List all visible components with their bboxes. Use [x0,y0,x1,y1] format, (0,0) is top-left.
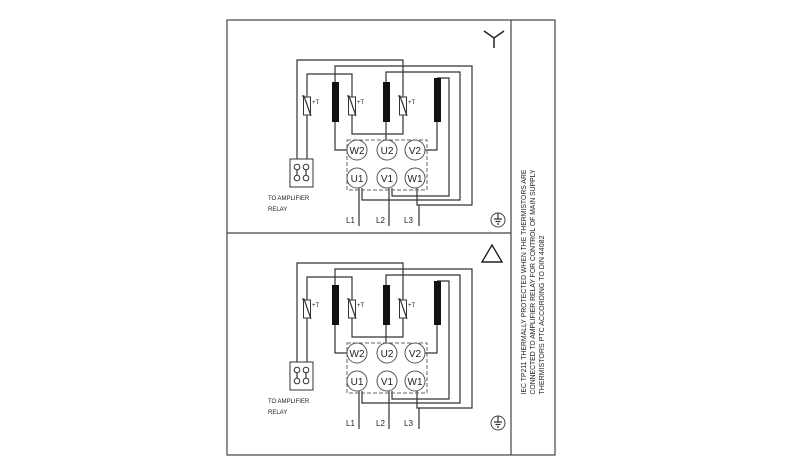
supply-line-label: L1 [346,419,355,428]
wire [296,373,307,378]
terminal-label: U2 [381,146,394,157]
thermistor-slash [398,298,408,320]
terminal-label: W2 [350,349,365,360]
terminal-u1 [346,167,368,189]
thermistor-slash [398,95,408,117]
thermistor-label: +T [408,100,416,106]
relay-terminal [293,163,301,171]
winding-coil [434,78,441,122]
winding-coil [434,281,441,325]
thermistor-label: +T [312,100,320,106]
wire [425,122,438,151]
supply-line-label: L1 [346,216,355,225]
relay-terminal-block [289,361,314,391]
thermistor-label: +T [357,303,365,309]
winding-coil [383,82,390,122]
supply-line-label: L2 [376,419,385,428]
relay-terminal-block [289,158,314,188]
wire [351,318,404,338]
terminal-u2 [376,342,398,364]
relay-label: RELAY [268,207,287,213]
relay-terminal [302,366,310,374]
terminal-v2 [404,139,426,161]
relay-terminal [302,377,310,385]
thermistor-label: +T [312,303,320,309]
supply-line-label: L3 [404,216,413,225]
thermistor-slash [347,298,357,320]
relay-label: TO AMPLIFIER [268,399,310,405]
wire [361,71,461,201]
relay-label: TO AMPLIFIER [268,196,310,202]
terminal-label: V1 [381,377,394,388]
thermistor-label: +T [408,303,416,309]
thermistor-slash [302,95,312,117]
relay-terminal [293,366,301,374]
wire [425,325,438,354]
relay-terminal [302,163,310,171]
terminal-w1 [404,370,426,392]
wire [351,115,404,135]
wire [296,170,307,175]
terminal-w1 [404,167,426,189]
wire [296,59,404,160]
relay-terminal [293,377,301,385]
winding-coil [332,285,339,325]
terminal-v1 [376,370,398,392]
winding-coil [383,285,390,325]
relay-terminal [302,174,310,182]
winding-coil [332,82,339,122]
terminal-label: W1 [408,377,423,388]
wire [306,73,353,97]
ground-icon-symbol [494,213,502,225]
thermistor-label: +T [357,100,365,106]
wire [334,65,473,206]
thermistor-slash [347,95,357,117]
wire [334,325,347,354]
terminal-label: W1 [408,174,423,185]
note-line-2: CONNECTED TO AMPLIFIER RELAY FOR CONTROL… [530,169,537,394]
frame [226,19,556,456]
terminal-u2 [376,139,398,161]
terminal-label: U1 [351,174,364,185]
terminal-u1 [346,370,368,392]
delta-symbol-icon [480,243,504,263]
terminal-label: V2 [409,349,422,360]
wire [361,274,461,404]
note-line-3: THERMISTORS PTC ACCORDING TO DIN 44082 [539,235,546,394]
terminal-label: W2 [350,146,365,157]
wire [334,122,347,151]
wire [306,276,353,300]
terminal-w2 [346,139,368,161]
thermal-protection-note: IEC TP211 THERMALLY PROTECTED WHEN THE T… [521,169,546,394]
terminal-w2 [346,342,368,364]
terminal-label: U2 [381,349,394,360]
terminal-v1 [376,167,398,189]
wire [391,77,450,197]
wire [296,262,404,363]
terminal-label: V2 [409,146,422,157]
terminal-label: V1 [381,174,394,185]
terminal-label: U1 [351,377,364,388]
wire [391,280,450,400]
ground-icon-symbol [494,416,502,428]
terminal-v2 [404,342,426,364]
wire [334,268,473,409]
note-line-1: IEC TP211 THERMALLY PROTECTED WHEN THE T… [521,169,528,394]
supply-line-label: L3 [404,419,413,428]
relay-terminal [293,174,301,182]
thermistor-slash [302,298,312,320]
star-symbol-icon [483,30,505,48]
supply-line-label: L2 [376,216,385,225]
relay-label: RELAY [268,410,287,416]
